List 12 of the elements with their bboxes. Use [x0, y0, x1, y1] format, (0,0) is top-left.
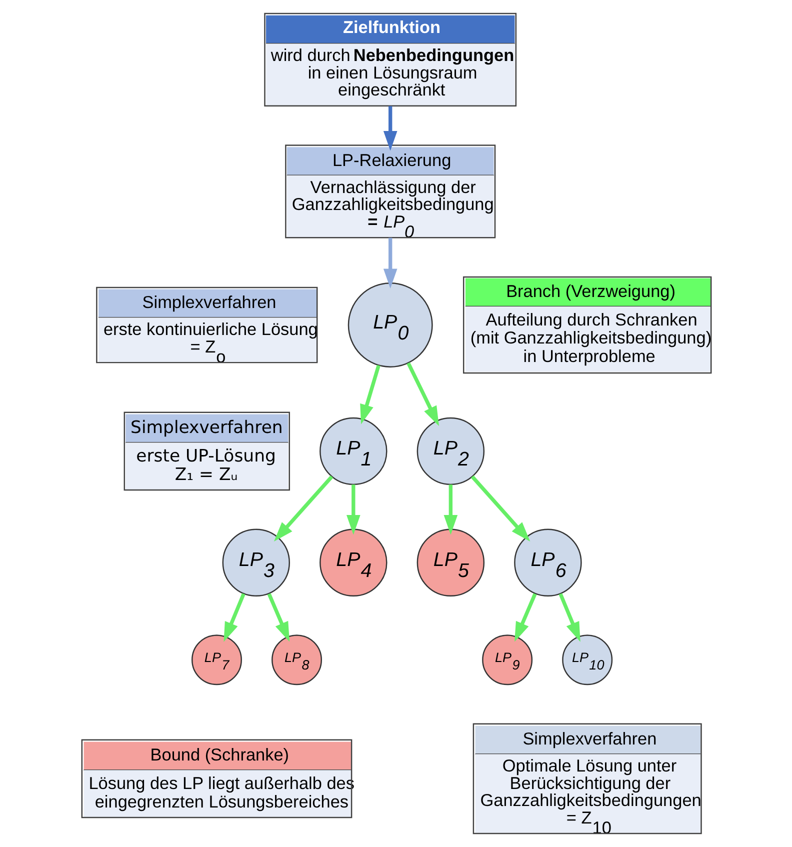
arrow [382, 238, 397, 289]
arrow [223, 593, 245, 642]
arrow [470, 475, 530, 542]
arrow [273, 475, 333, 542]
arrow [558, 593, 580, 642]
arrow [346, 484, 360, 535]
arrow [443, 484, 458, 535]
arrow [406, 362, 438, 426]
arrow [382, 106, 397, 151]
arrow [266, 593, 290, 642]
arrow [360, 364, 380, 424]
arrow [514, 593, 536, 642]
